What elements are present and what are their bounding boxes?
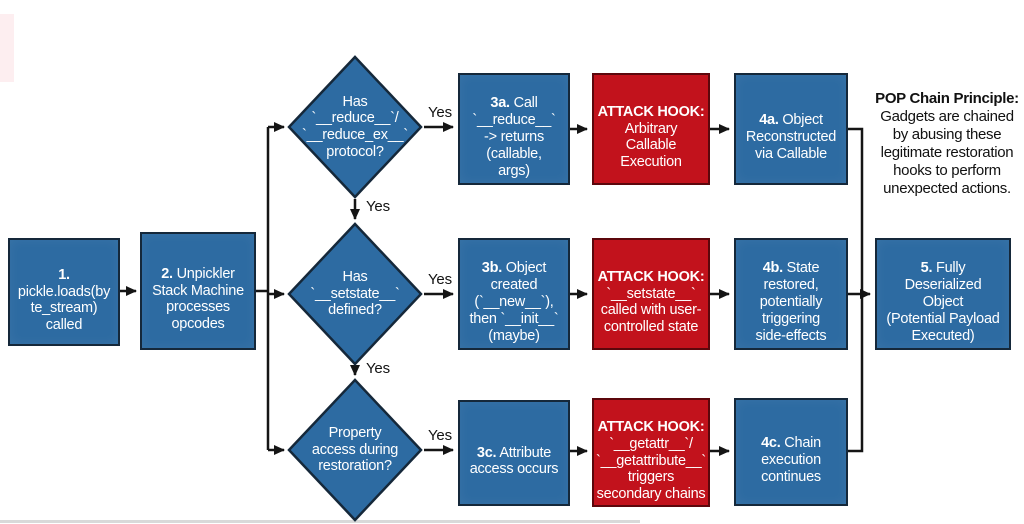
branch-line-left: [256, 127, 270, 450]
step-number: 4b.: [762, 260, 783, 277]
note-title: POP Chain Principle:: [875, 90, 1019, 107]
decision-setstate-diamond: Has `__setstate__` defined?: [287, 222, 423, 366]
attack-hook-text: `__getattr__`/ `__getattribute__` trigge…: [596, 435, 706, 503]
step-text: Call `__reduce__` -> returns (callable, …: [472, 95, 556, 179]
step-5-box: 5. Fully Deserialized Object (Potential …: [875, 238, 1011, 350]
decision-text: Has `__setstate__` defined?: [310, 269, 400, 319]
step-text: Object Reconstructed via Callable: [745, 112, 837, 162]
step-2-box: 2. Unpickler Stack Machine processes opc…: [140, 232, 256, 350]
step-number: 5.: [920, 260, 933, 277]
yes-label-d1-d2: Yes: [366, 198, 390, 215]
merge-line-right: [848, 127, 864, 453]
decision-text: Property access during restoration?: [311, 425, 399, 475]
step-3c-box: 3c. Attribute access occurs: [458, 400, 570, 506]
step-number: 3c.: [476, 444, 497, 461]
diamond-shape: [287, 55, 423, 199]
step-number: 3a.: [490, 95, 510, 112]
step-number: 3b.: [481, 260, 502, 277]
step-text: Unpickler Stack Machine processes opcode…: [152, 265, 244, 333]
diamond-shape: [287, 222, 423, 366]
attack-hook-title: ATTACK HOOK:: [597, 418, 705, 435]
step-text: State restored, potentially triggering s…: [755, 260, 827, 344]
step-number: 4a.: [759, 112, 779, 129]
decision-property-access-diamond: Property access during restoration?: [287, 378, 423, 522]
step-text: Fully Deserialized Object (Potential Pay…: [886, 260, 1000, 344]
step-text: Attribute access occurs: [469, 444, 559, 478]
attack-hook-title: ATTACK HOOK:: [597, 103, 705, 120]
step-4a-box: 4a. Object Reconstructed via Callable: [734, 73, 848, 185]
attack-hook-reduce-box: ATTACK HOOK: Arbitrary Callable Executio…: [592, 73, 710, 185]
yes-label-d1-3a: Yes: [428, 104, 452, 121]
step-text: pickle.loads(by te_stream) called: [17, 283, 111, 334]
note-text: Gadgets are chained by abusing these leg…: [880, 108, 1014, 197]
decision-reduce-diamond: Has `__reduce__`/ `__reduce_ex__` protoc…: [287, 55, 423, 199]
attack-hook-text: Arbitrary Callable Execution: [620, 120, 682, 171]
attack-hook-setstate-box: ATTACK HOOK: `__setstate__` called with …: [592, 238, 710, 350]
yes-label-d2-3b: Yes: [428, 271, 452, 288]
yes-label-d2-d3: Yes: [366, 360, 390, 377]
attack-hook-title: ATTACK HOOK:: [597, 268, 705, 285]
step-number: 1.: [58, 266, 70, 283]
diamond-shape: [287, 378, 423, 522]
step-4c-box: 4c. Chain execution continues: [734, 398, 848, 506]
edge-artifact: [0, 14, 14, 82]
decision-text: Has `__reduce__`/ `__reduce_ex__` protoc…: [302, 93, 408, 160]
step-text: Chain execution continues: [761, 435, 821, 485]
pop-chain-principle-note: POP Chain Principle: Gadgets are chained…: [862, 72, 1024, 198]
attack-hook-getattr-box: ATTACK HOOK: `__getattr__`/ `__getattrib…: [592, 398, 710, 507]
step-3b-box: 3b. Object created (`__new__`), then `__…: [458, 238, 570, 350]
step-number: 2.: [161, 265, 173, 282]
step-text: Object created (`__new__`), then `__init…: [469, 260, 559, 344]
step-number: 4c.: [761, 435, 781, 452]
bottom-progress-line: [0, 520, 640, 523]
yes-label-d3-3c: Yes: [428, 427, 452, 444]
attack-hook-text: `__setstate__` called with user- control…: [600, 285, 702, 336]
step-1-box: 1. pickle.loads(by te_stream) called: [8, 238, 120, 346]
step-3a-box: 3a. Call `__reduce__` -> returns (callab…: [458, 73, 570, 185]
step-4b-box: 4b. State restored, potentially triggeri…: [734, 238, 848, 350]
